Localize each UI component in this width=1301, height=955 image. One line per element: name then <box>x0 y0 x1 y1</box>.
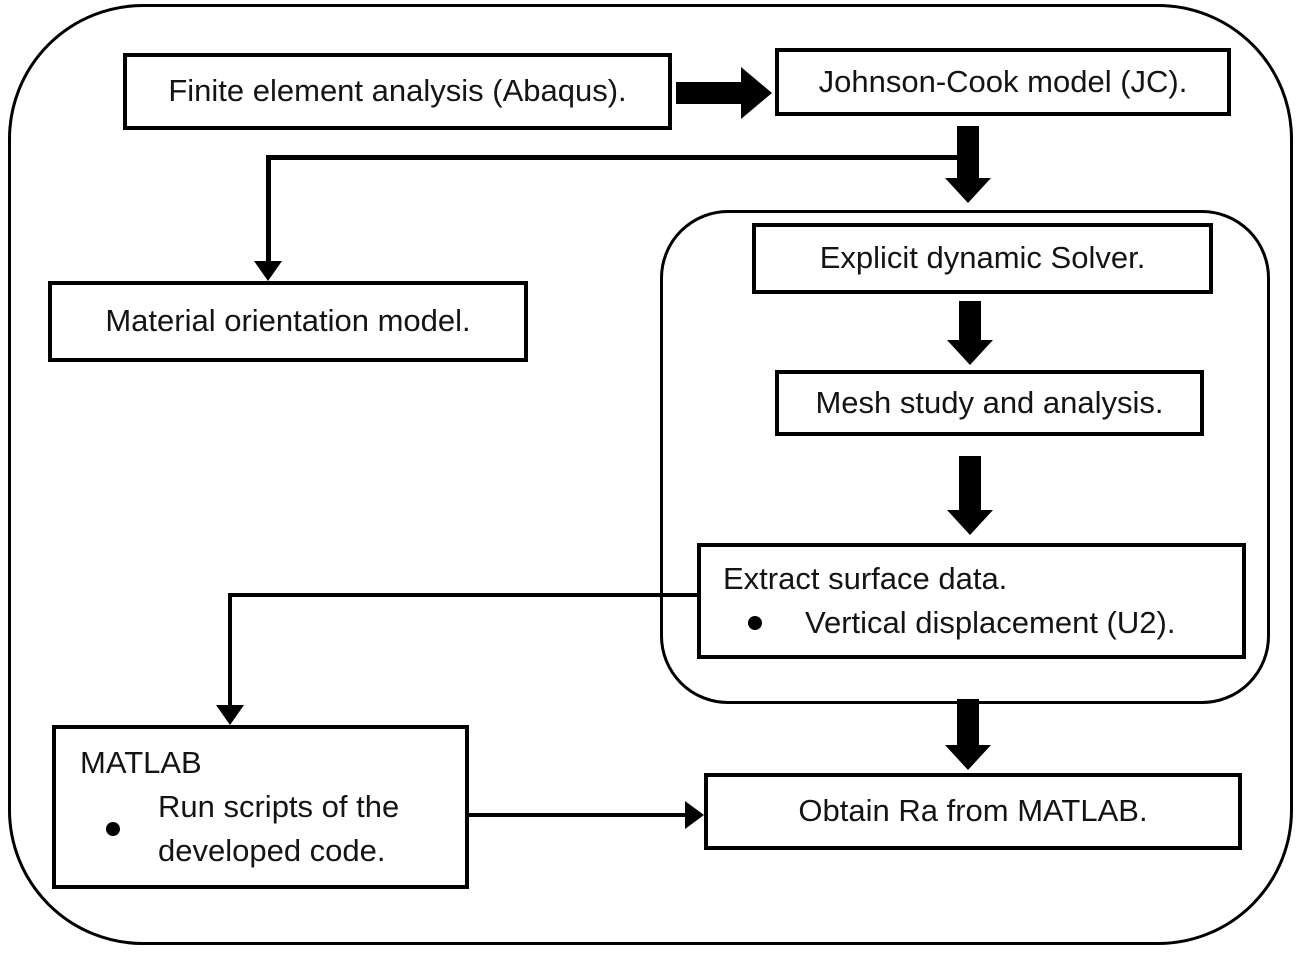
matlab-title: MATLAB <box>80 745 202 780</box>
extract-surface-title: Extract surface data. <box>723 561 1008 596</box>
finite-element-label: Finite element analysis (Abaqus). <box>168 73 627 109</box>
matlab-bullet-line1: Run scripts of the <box>158 789 400 824</box>
material-orientation-box: Material orientation model. <box>48 281 528 362</box>
mesh-study-label: Mesh study and analysis. <box>815 384 1164 420</box>
outer-boundary <box>8 4 1293 945</box>
material-orientation-label: Material orientation model. <box>105 303 471 339</box>
extract-surface-box: Extract surface data. Vertical displacem… <box>697 543 1246 659</box>
johnson-cook-label: Johnson-Cook model (JC). <box>818 63 1188 99</box>
extract-surface-bullet: Vertical displacement (U2). <box>805 605 1176 640</box>
johnson-cook-box: Johnson-Cook model (JC). <box>775 48 1231 116</box>
matlab-box: MATLAB Run scripts of the developed code… <box>52 725 469 889</box>
obtain-ra-box: Obtain Ra from MATLAB. <box>704 773 1242 850</box>
bullet-icon <box>748 616 762 630</box>
explicit-solver-label: Explicit dynamic Solver. <box>819 240 1146 276</box>
bullet-icon <box>106 822 120 836</box>
matlab-bullet-line2: developed code. <box>158 833 386 868</box>
finite-element-box: Finite element analysis (Abaqus). <box>123 53 672 130</box>
explicit-solver-box: Explicit dynamic Solver. <box>752 223 1213 294</box>
obtain-ra-label: Obtain Ra from MATLAB. <box>798 793 1148 829</box>
mesh-study-box: Mesh study and analysis. <box>775 370 1204 436</box>
